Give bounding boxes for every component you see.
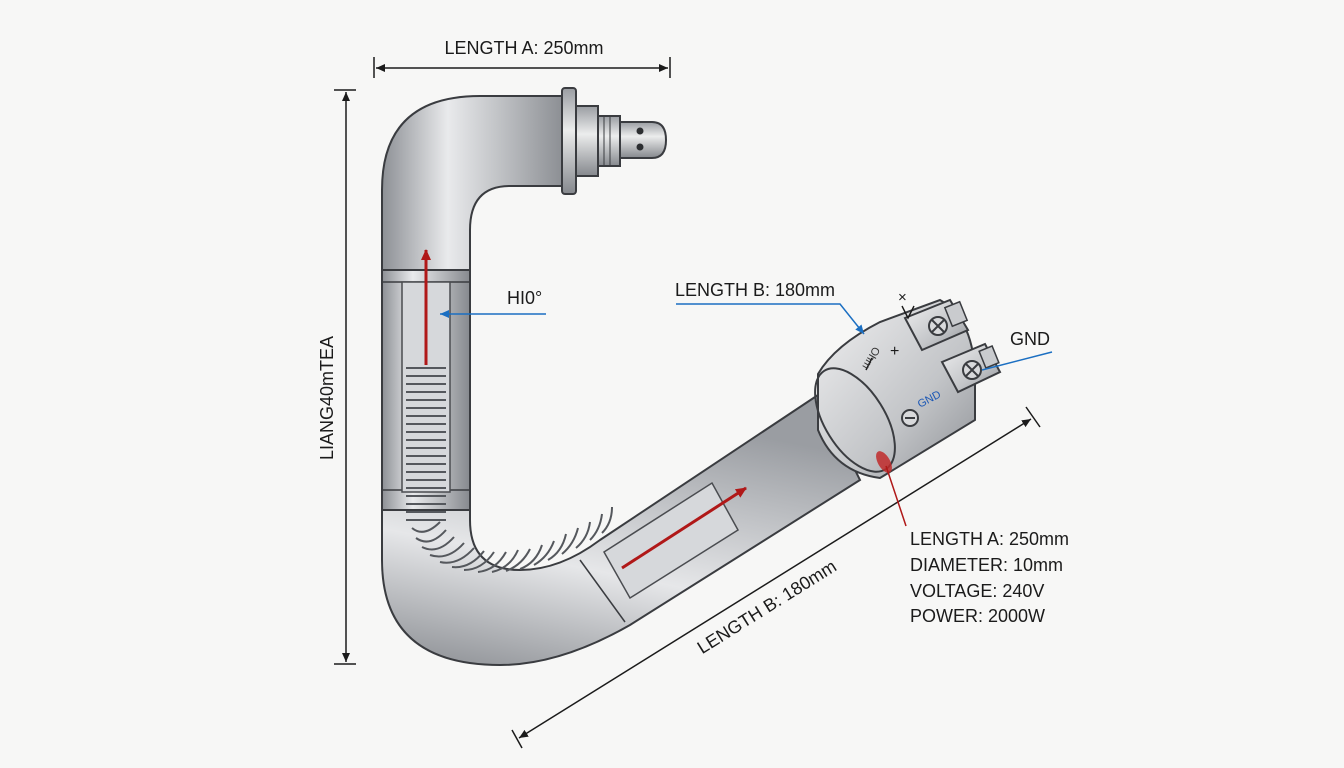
- pin-hole-icon: [636, 127, 644, 135]
- angle-callout-label: HI0°: [507, 288, 542, 308]
- left-dimension: LIANG40mTEA: [317, 89, 356, 665]
- spec-leader: [885, 465, 907, 527]
- gnd-callout-label: GND: [1010, 329, 1050, 349]
- terminal-x-mark: ×: [898, 289, 907, 306]
- spec-block: LENGTH A: 250mm DIAMETER: 10mm VOLTAGE: …: [910, 529, 1069, 626]
- spec-line: POWER: 2000W: [910, 606, 1045, 626]
- terminal-block-1: [903, 298, 970, 352]
- gnd-callout: GND: [981, 329, 1053, 371]
- spec-line: LENGTH A: 250mm: [910, 529, 1069, 549]
- angle-callout: HI0°: [440, 288, 546, 318]
- end-cap-connector: + Ohm GND ×: [814, 289, 1002, 480]
- top-dimension-label: LENGTH A: 250mm: [444, 38, 603, 58]
- left-dimension-label: LIANG40mTEA: [317, 336, 337, 460]
- inner-window-diagonal: [602, 481, 739, 600]
- top-dimension: LENGTH A: 250mm: [373, 38, 671, 78]
- length-b-callout-label: LENGTH B: 180mm: [675, 280, 835, 300]
- spec-line: VOLTAGE: 240V: [910, 581, 1044, 601]
- spec-line: DIAMETER: 10mm: [910, 555, 1063, 575]
- tube-top-bend: [381, 95, 571, 271]
- pin-hole-icon: [636, 143, 644, 151]
- top-terminal-fitting: [561, 87, 668, 195]
- length-b-callout: LENGTH B: 180mm: [675, 280, 865, 335]
- red-arrow-diagonal: [621, 486, 747, 570]
- heater-tube: [381, 95, 862, 667]
- heating-coil: [406, 367, 613, 573]
- cap-plus-label: +: [890, 343, 899, 360]
- terminal-block-2: [940, 342, 1002, 394]
